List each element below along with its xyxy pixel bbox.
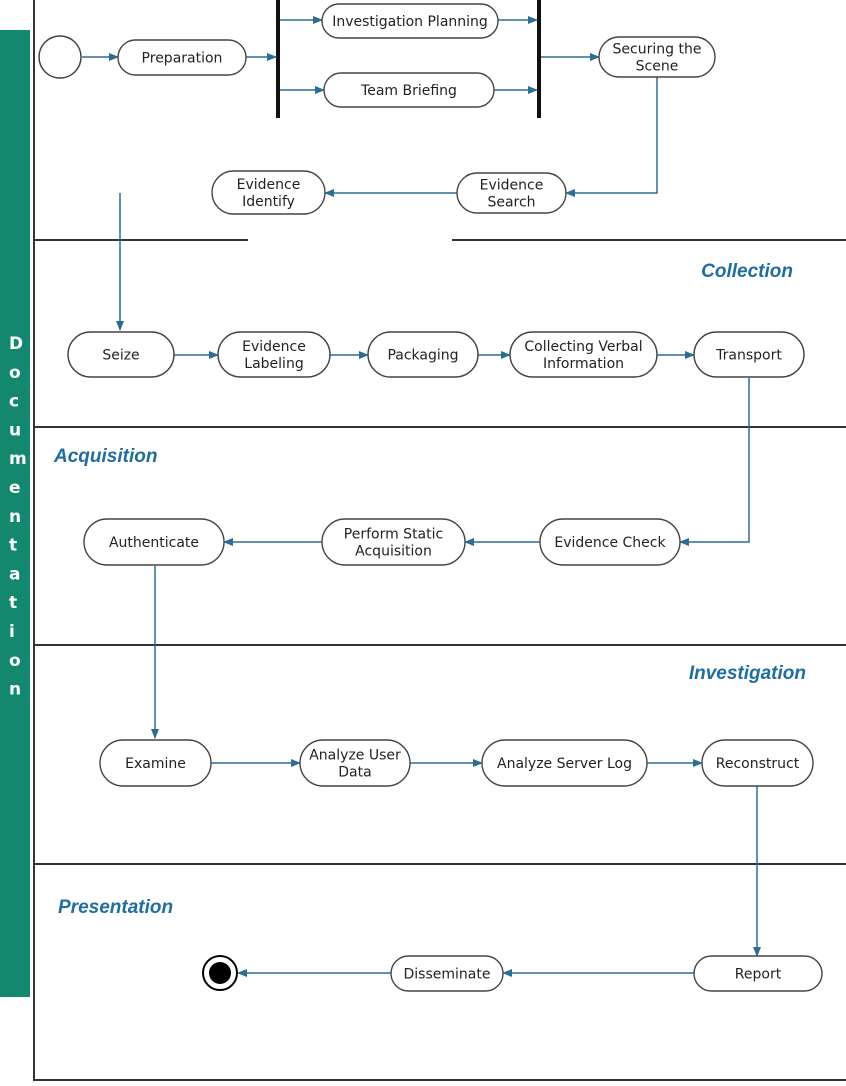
- flow-arrow-15: [679, 378, 750, 546]
- activity-label-collecting-verbal-line-1: Collecting Verbal: [524, 339, 642, 355]
- edge-layer: [82, 16, 761, 977]
- activity-node-packaging: [367, 331, 479, 378]
- activity-node-preparation: [117, 39, 247, 76]
- activity-label-collecting-verbal-line-2: Information: [543, 356, 624, 372]
- fork-join-layer: [276, 0, 541, 118]
- activity-node-reconstruct: [701, 739, 814, 787]
- end-node-core: [209, 962, 231, 984]
- activity-label-evidence-identify-line-2: Identify: [242, 194, 295, 210]
- activity-label-disseminate: Disseminate: [404, 967, 491, 983]
- flow-arrow-8: [565, 77, 658, 197]
- activity-node-evidence-identify: [211, 170, 326, 215]
- documentation-sidebar-bar: [0, 30, 30, 997]
- activity-label-evidence-labeling-line-2: Labeling: [244, 356, 303, 372]
- activity-node-collecting-verbal: [509, 331, 658, 378]
- lane-title-acquisition: Acquisition: [53, 446, 157, 467]
- activity-label-report: Report: [735, 967, 782, 983]
- activity-node-static-acquisition: [321, 518, 466, 566]
- activity-label-preparation: Preparation: [142, 51, 223, 67]
- activity-label-securing-scene-line-1: Securing the: [613, 42, 702, 58]
- activity-label-securing-scene-line-2: Scene: [636, 59, 679, 75]
- lane-title-layer: CollectionAcquisitionInvestigationPresen…: [53, 261, 806, 918]
- start-node: [38, 35, 82, 79]
- activity-node-evidence-labeling: [217, 331, 331, 378]
- activity-node-evidence-check: [539, 518, 681, 566]
- activity-label-reconstruct: Reconstruct: [716, 756, 800, 772]
- lane-title-presentation: Presentation: [58, 897, 173, 918]
- activity-label-evidence-search-line-1: Evidence: [480, 178, 544, 194]
- activity-label-seize: Seize: [102, 348, 139, 364]
- activity-node-authenticate: [83, 518, 225, 566]
- activity-node-evidence-search: [456, 172, 567, 214]
- activity-label-evidence-search-line-2: Search: [487, 195, 535, 211]
- fork-bar: [276, 0, 280, 118]
- activity-node-transport: [693, 331, 805, 378]
- activity-label-evidence-identify-line-1: Evidence: [237, 177, 301, 193]
- join-bar: [537, 0, 541, 118]
- activity-label-authenticate: Authenticate: [109, 535, 199, 551]
- swimlane-layer: [33, 0, 846, 1081]
- activity-label-static-acquisition-line-2: Acquisition: [355, 544, 432, 560]
- lane-title-collection: Collection: [701, 261, 793, 282]
- activity-label-packaging: Packaging: [387, 348, 458, 364]
- activity-node-analyze-server-log: [481, 739, 648, 787]
- activity-label-analyze-user-data-line-1: Analyze User: [309, 748, 401, 764]
- activity-label-transport: Transport: [715, 348, 782, 364]
- activity-node-analyze-user-data: [299, 739, 411, 787]
- activity-label-static-acquisition-line-1: Perform Static: [344, 527, 443, 543]
- activity-label-evidence-labeling-line-1: Evidence: [242, 339, 306, 355]
- activity-label-analyze-server-log: Analyze Server Log: [497, 756, 632, 772]
- activity-label-investigation-planning: Investigation Planning: [332, 14, 488, 30]
- activity-label-evidence-check: Evidence Check: [554, 535, 666, 551]
- activity-node-seize: [67, 331, 175, 378]
- activity-node-disseminate: [390, 955, 504, 992]
- activity-node-investigation-planning: [321, 3, 499, 39]
- lane-title-investigation: Investigation: [689, 663, 806, 684]
- activity-node-securing-scene: [598, 36, 716, 78]
- activity-label-team-briefing: Team Briefing: [360, 83, 457, 99]
- activity-label-examine: Examine: [125, 756, 186, 772]
- activity-node-report: [693, 955, 823, 992]
- activity-label-analyze-user-data-line-2: Data: [338, 765, 371, 781]
- activity-node-examine: [99, 739, 212, 787]
- activity-node-team-briefing: [323, 72, 495, 108]
